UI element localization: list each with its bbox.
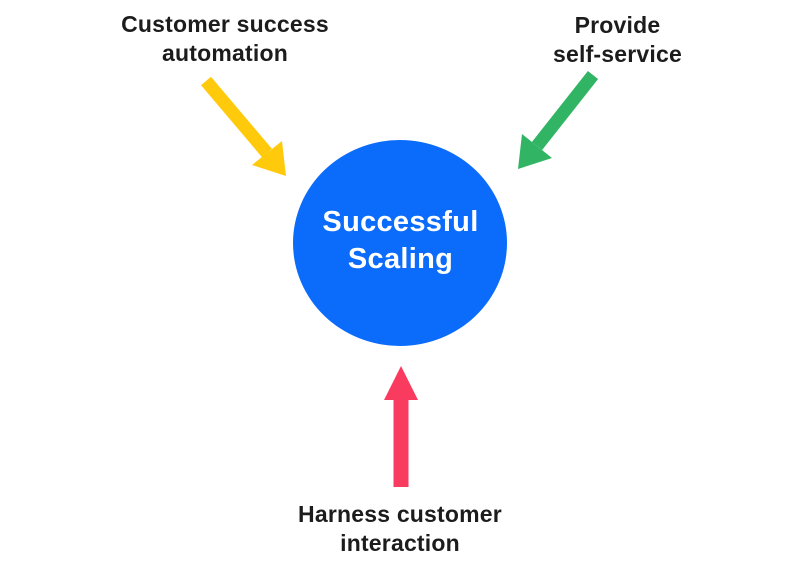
label-provide-self-service-line1: Provide xyxy=(574,12,661,38)
label-harness-customer-interaction: Harness customer interaction xyxy=(260,500,540,558)
label-customer-success-automation: Customer success automation xyxy=(85,10,365,68)
customer-success-automation-arrow-shaft xyxy=(201,76,272,158)
label-harness-customer-interaction-line1: Harness customer xyxy=(298,501,502,527)
label-provide-self-service: Provide self-service xyxy=(495,11,740,69)
harness-customer-interaction-arrow-head-icon xyxy=(384,366,418,400)
label-customer-success-automation-line1: Customer success xyxy=(121,11,329,37)
label-provide-self-service-line2: self-service xyxy=(553,40,682,67)
successful-scaling-circle xyxy=(293,140,507,346)
label-harness-customer-interaction-line2: interaction xyxy=(340,529,460,556)
circle-title-line1: Successful xyxy=(322,206,479,238)
provide-self-service-arrow-head-icon xyxy=(518,134,552,169)
circle-title-line2: Scaling xyxy=(347,243,454,276)
provide-self-service-arrow-shaft xyxy=(531,70,599,151)
label-customer-success-automation-line2: automation xyxy=(162,39,288,66)
customer-success-automation-arrow-head-icon xyxy=(252,141,286,176)
circle-title: Successful Scaling xyxy=(290,204,511,278)
